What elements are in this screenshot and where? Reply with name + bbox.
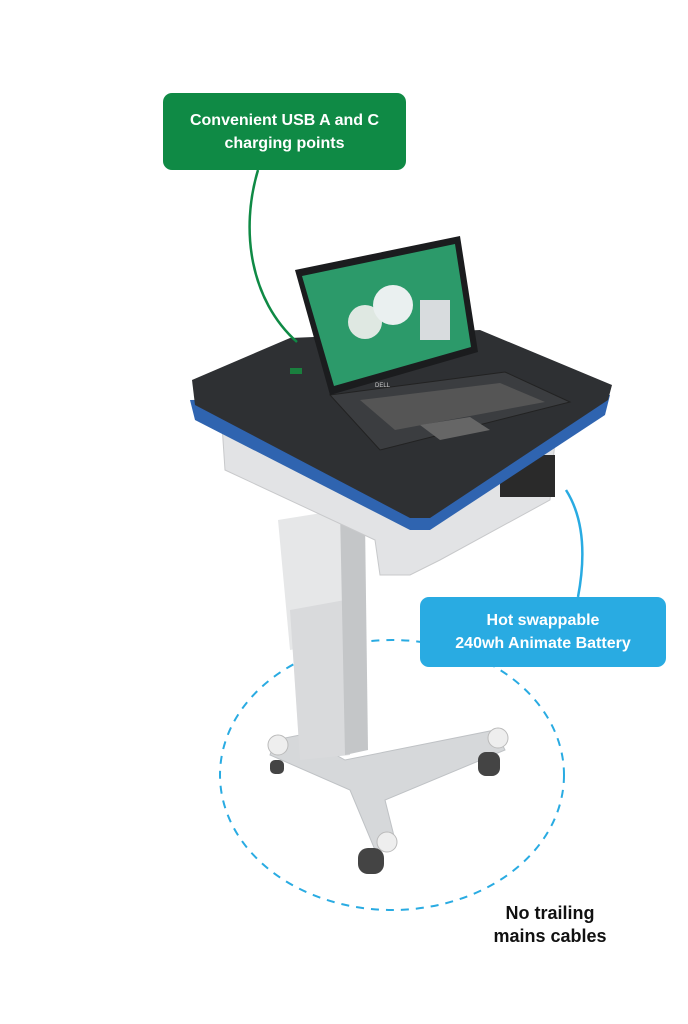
battery-callout: Hot swappable 240wh Animate Battery [420,597,666,667]
usb-charging-port [290,368,302,374]
battery-callout-leader [564,489,584,598]
usb-callout-leader [248,169,298,343]
battery-callout-line1: Hot swappable [486,612,600,629]
dashed-footprint-ring [219,639,565,911]
battery-callout-line2: 240wh Animate Battery [455,635,631,652]
cart-column [278,510,368,760]
laptop-brand-logo: DELL [375,383,391,389]
usb-callout-line1: Convenient USB A and C [189,111,380,129]
no-cables-line2: mains cables [493,926,607,946]
no-cables-line1: No trailing [505,903,595,923]
usb-callout-line2: charging points [224,134,345,152]
no-cables-label: No trailing mains cables [470,902,630,948]
cart-base [267,727,509,874]
usb-charging-callout: Convenient USB A and C charging points [163,93,406,170]
laptop: DELL [295,236,572,451]
